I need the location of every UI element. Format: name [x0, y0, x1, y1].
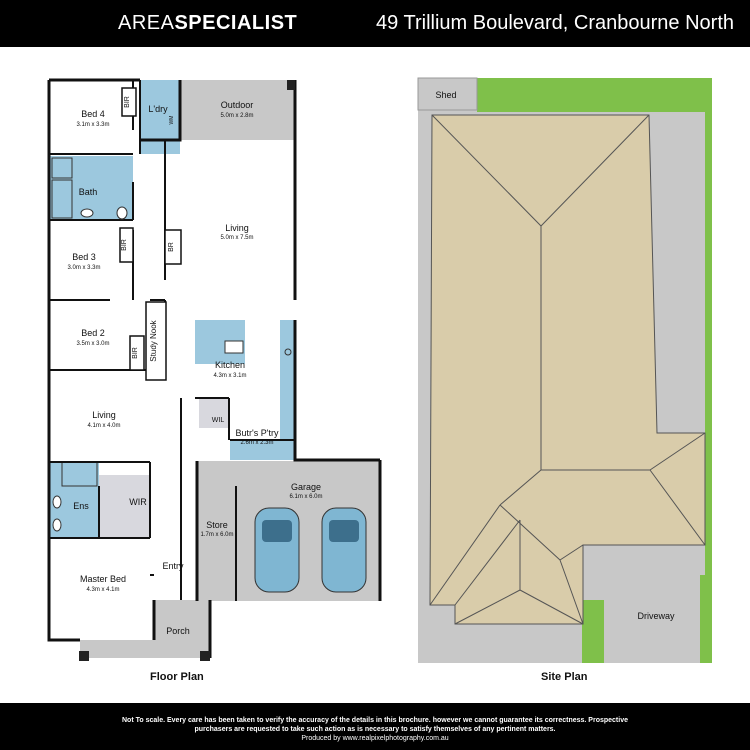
label-master-bed: Master Bed [80, 574, 126, 584]
cooktop [284, 348, 292, 356]
label-shed: Shed [435, 90, 456, 100]
label-bir-bed2: BIR [132, 347, 139, 359]
size-garage: 6.1m x 6.0m [289, 494, 322, 500]
label-driveway: Driveway [637, 611, 675, 621]
label-kitchen: Kitchen [215, 360, 245, 370]
size-master-bed: 4.3m x 4.1m [86, 587, 119, 593]
label-garage: Garage [291, 482, 321, 492]
size-living-main: 5.0m x 7.5m [220, 235, 253, 241]
porch-post-left [79, 651, 89, 661]
label-butlers-pantry: Butr's P'try [236, 428, 279, 438]
label-wir: WIR [129, 497, 147, 507]
site-plan-caption: Site Plan [541, 671, 588, 683]
label-bed3: Bed 3 [72, 252, 96, 262]
pantry-bench [230, 440, 280, 460]
bed2-robe [129, 335, 145, 371]
bath-toilet [116, 206, 128, 220]
kitchen-bench [280, 320, 295, 460]
label-living-main: Living [225, 223, 249, 233]
label-living-front: Living [92, 410, 116, 420]
outdoor-area [180, 80, 295, 140]
bed3-robe [119, 227, 134, 263]
brand-light-text: AREA [118, 12, 175, 34]
label-ensuite: Ens [73, 501, 89, 511]
producer-credit[interactable]: Produced by www.realpixelphotography.com… [301, 735, 449, 742]
bath-sink [80, 208, 94, 218]
ensuite-shower [61, 461, 98, 487]
study-nook-desk [145, 301, 167, 381]
size-store: 1.7m x 6.0m [200, 532, 233, 538]
laundry-area [140, 80, 180, 154]
rear-lawn [477, 78, 712, 112]
site-plan: Shed Driveway [417, 77, 712, 663]
disclaimer-line-1: Not To scale. Every care has been taken … [122, 717, 628, 724]
kitchen-sink [224, 340, 244, 354]
garage-car-right [321, 507, 367, 593]
brand-logo: AREASPECIALIST [118, 12, 297, 35]
label-wil: WIL [212, 417, 225, 424]
side-lawn-right [705, 78, 712, 663]
label-bed4: Bed 4 [81, 109, 105, 119]
label-store: Store [206, 520, 228, 530]
brand-bold-text: SPECIALIST [174, 12, 298, 34]
label-porch: Porch [166, 626, 190, 636]
outdoor-post [287, 80, 295, 90]
disclaimer-footer: Not To scale. Every care has been taken … [0, 703, 750, 750]
label-bir-bed4: BIR [124, 96, 131, 108]
label-entry: Entry [162, 561, 184, 571]
ensuite-sink [52, 495, 62, 509]
porch-step [80, 640, 210, 658]
size-outdoor: 5.0m x 2.8m [220, 113, 253, 119]
label-wm: WM [169, 116, 175, 125]
shed-block [417, 77, 478, 111]
wir-area [99, 475, 149, 538]
exterior-walls [47, 78, 382, 658]
size-bed3: 3.0m x 3.3m [67, 265, 100, 271]
interior-walls [49, 80, 295, 601]
size-butlers-pantry: 2.6m x 2.3m [240, 440, 273, 446]
size-bed2: 3.5m x 3.0m [76, 341, 109, 347]
label-br-hall: BR [168, 242, 175, 252]
porch-post-right [200, 651, 210, 661]
bath-shower [51, 157, 73, 179]
label-bath: Bath [79, 187, 98, 197]
property-address: 49 Trillium Boulevard, Cranbourne North [376, 12, 734, 34]
floor-plan: Bed 4 3.1m x 3.3m BIR L'dry WM Outdoor 5… [47, 78, 382, 661]
garage-car-left [254, 507, 300, 593]
label-bir-bed3: BIR [121, 239, 128, 251]
label-outdoor: Outdoor [221, 100, 254, 110]
roof-ridges [429, 114, 706, 625]
hall-robe [164, 229, 182, 265]
ensuite-toilet [52, 518, 62, 532]
header-bar: AREASPECIALIST 49 Trillium Boulevard, Cr… [0, 0, 750, 47]
bed4-robe [121, 87, 137, 117]
label-study-nook: Study Nook [149, 319, 158, 361]
size-kitchen: 4.3m x 3.1m [213, 373, 246, 379]
label-bed2: Bed 2 [81, 328, 105, 338]
wil-area [199, 398, 229, 428]
front-lawn-right [700, 575, 712, 663]
size-bed4: 3.1m x 3.3m [76, 122, 109, 128]
bathtub [51, 179, 73, 219]
floor-plan-caption: Floor Plan [150, 671, 204, 683]
label-laundry: L'dry [148, 104, 168, 114]
front-lawn-left [582, 600, 604, 663]
size-living-front: 4.1m x 4.0m [87, 423, 120, 429]
disclaimer-line-2: purchasers are requested to take such ac… [194, 726, 556, 733]
